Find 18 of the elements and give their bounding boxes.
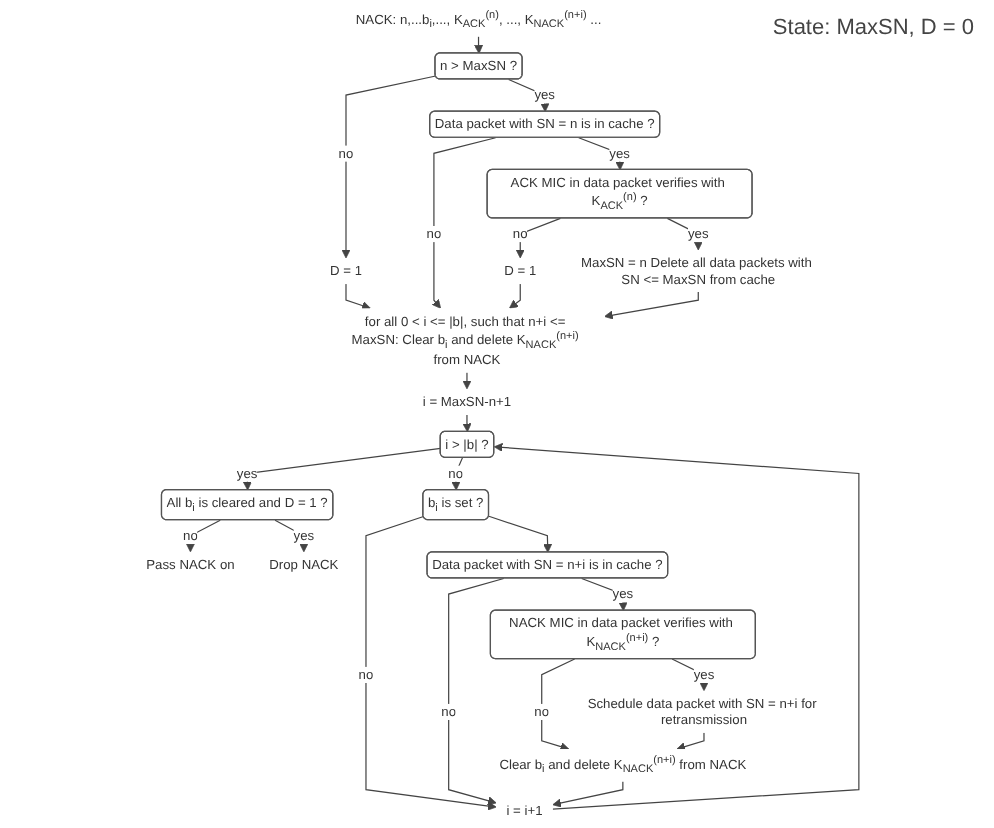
arrow [341,75,436,259]
arrow [676,732,705,751]
arrow [540,658,575,751]
arrow [603,291,699,320]
arrow [508,283,521,309]
arrow [364,515,497,811]
arrow [447,577,504,806]
state-note: State: MaxSN, D = 0 [772,16,974,40]
arrow [242,447,441,491]
arrow [462,372,471,390]
arrow [473,36,483,54]
arrow [487,515,552,553]
arrow [344,283,371,310]
arrow [431,137,496,309]
arrow [493,442,859,810]
arrow [462,414,471,433]
arrow [551,780,623,808]
arrow [451,457,463,491]
